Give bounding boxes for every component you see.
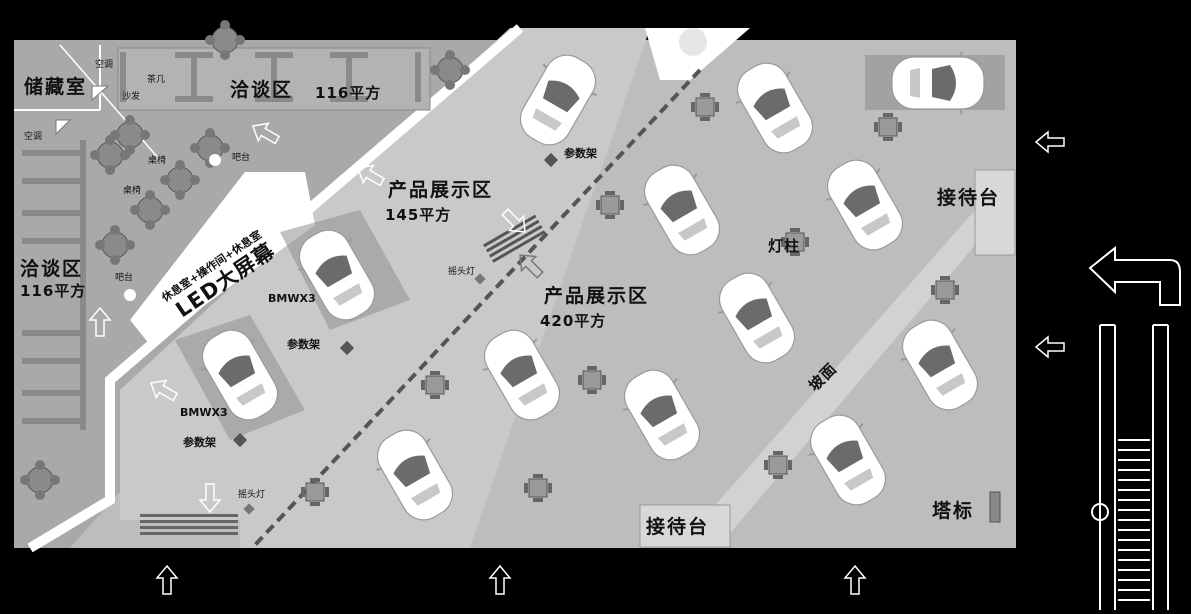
label-table-chair-2: 桌椅 — [123, 184, 141, 196]
label-display-small-area: 145平方 — [385, 206, 451, 224]
label-ac-top: 空调 — [95, 58, 113, 70]
top-entrance-lamp — [679, 28, 707, 56]
label-display-large: 产品展示区 — [544, 284, 649, 307]
road-turn-arrow — [1088, 245, 1181, 306]
divider-wall — [27, 24, 524, 553]
car-13 — [891, 51, 985, 115]
label-display-large-area: 420平方 — [540, 312, 606, 330]
label-swing-light-1: 摇头灯 — [448, 265, 475, 277]
label-display-small: 产品展示区 — [388, 178, 493, 201]
ramp-strip — [680, 210, 1005, 545]
label-swing-light-2: 摇头灯 — [238, 488, 265, 500]
label-bmw-2: BMWX3 — [180, 406, 228, 419]
crosswalk — [1118, 439, 1150, 601]
label-negotiation-top: 洽谈区 — [230, 78, 293, 101]
label-tea-table: 茶几 — [147, 73, 165, 85]
led-screen-block — [130, 172, 315, 345]
label-negotiation-top-area: 116平方 — [315, 84, 381, 102]
label-light-pillar: 灯柱 — [768, 237, 800, 255]
label-reception-right: 接待台 — [937, 186, 1000, 209]
label-param-rack-1: 参数架 — [564, 146, 597, 160]
label-bar-top: 吧台 — [232, 151, 250, 163]
label-negotiation-left: 洽谈区 — [20, 257, 83, 280]
label-param-rack-2: 参数架 — [287, 337, 320, 351]
road — [1091, 324, 1169, 610]
label-sofa: 沙发 — [122, 90, 140, 102]
zone-dashed-line — [253, 68, 702, 547]
label-ac-left: 空调 — [24, 130, 42, 142]
label-storage-room: 储藏室 — [24, 75, 87, 98]
label-tower-sign: 塔标 — [932, 499, 974, 522]
label-reception-bottom: 接待台 — [646, 515, 709, 538]
label-table-chair-1: 桌椅 — [148, 154, 166, 166]
label-param-rack-3: 参数架 — [183, 435, 216, 449]
label-bmw-1: BMWX3 — [268, 292, 316, 305]
label-negotiation-left-area: 116平方 — [20, 282, 86, 300]
label-bar-left: 吧台 — [115, 271, 133, 283]
